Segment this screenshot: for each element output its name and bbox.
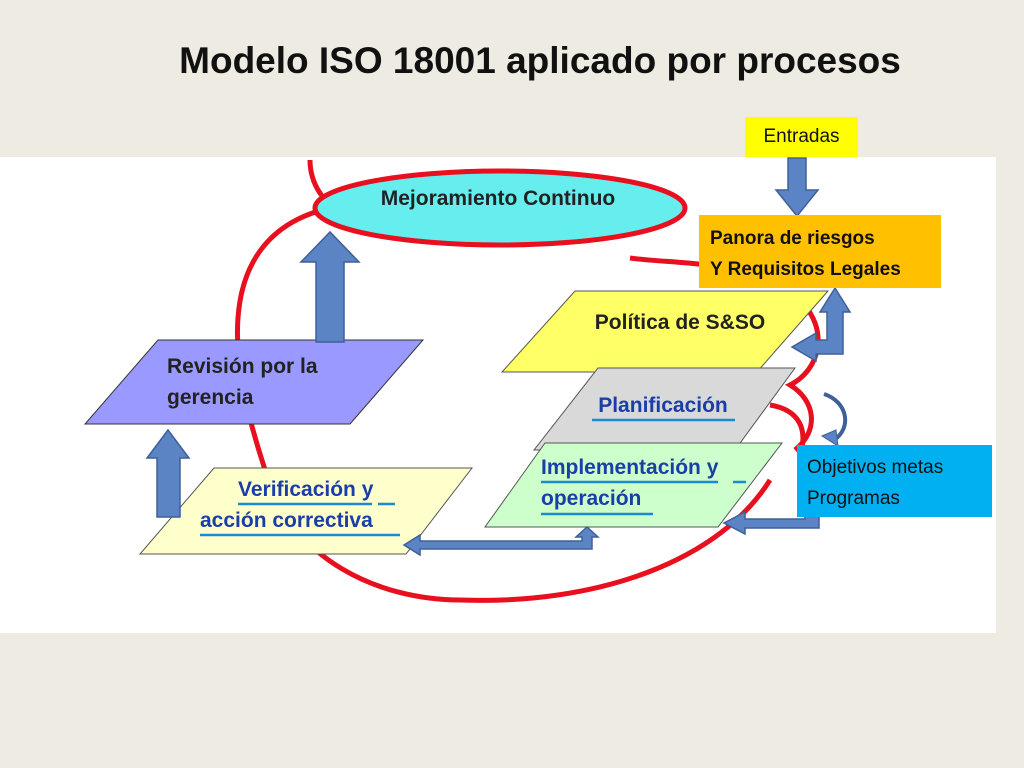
implementacion-label-1: Implementación y — [541, 456, 719, 479]
down-arrow-from-entradas — [774, 157, 820, 218]
riesgos-box: Panora de riesgos Y Requisitos Legales — [699, 215, 941, 288]
verificacion-node: Verificación y acción correctiva — [138, 467, 474, 555]
slide-title: Modelo ISO 18001 aplicado por procesos — [179, 40, 901, 81]
mejoramiento-node: Mejoramiento Continuo — [312, 168, 688, 248]
mejoramiento-label: Mejoramiento Continuo — [381, 187, 616, 210]
revision-label-1: Revisión por la — [167, 355, 318, 378]
up-arrow-to-mejoramiento — [299, 230, 361, 343]
loop-left-arc — [234, 202, 461, 603]
implementacion-node: Implementación y operación — [484, 442, 784, 528]
entradas-box: Entradas — [745, 117, 858, 157]
planificacion-node: Planificación — [532, 367, 796, 451]
implementacion-label-2: operación — [541, 487, 641, 510]
revision-node: Revisión por la gerencia — [83, 339, 425, 425]
revision-label-2: gerencia — [167, 386, 254, 409]
loop-right-arc — [784, 298, 821, 452]
flow-arrows — [145, 157, 852, 557]
verificacion-label-2: acción correctiva — [200, 509, 373, 532]
politica-label: Política de S&SO — [595, 311, 765, 334]
riesgos-label-1: Panora de riesgos — [710, 228, 875, 249]
objetivos-box: Objetivos metas Programas — [797, 445, 992, 517]
verificacion-label-1: Verificación y — [238, 478, 374, 501]
loop-bottom-arc — [459, 478, 773, 603]
arrow-riesgos-to-politica — [790, 286, 852, 363]
objetivos-label-1: Objetivos metas — [807, 457, 944, 478]
objetivos-label-2: Programas — [807, 488, 900, 509]
planificacion-label: Planificación — [598, 394, 728, 417]
riesgos-label-2: Y Requisitos Legales — [710, 259, 901, 280]
politica-node: Política de S&SO — [500, 290, 830, 373]
entradas-label: Entradas — [763, 126, 840, 147]
arrow-implementacion-to-verificacion — [402, 525, 600, 557]
curved-arrow-to-objetivos — [820, 392, 848, 447]
up-arrow-to-revision — [145, 428, 191, 518]
